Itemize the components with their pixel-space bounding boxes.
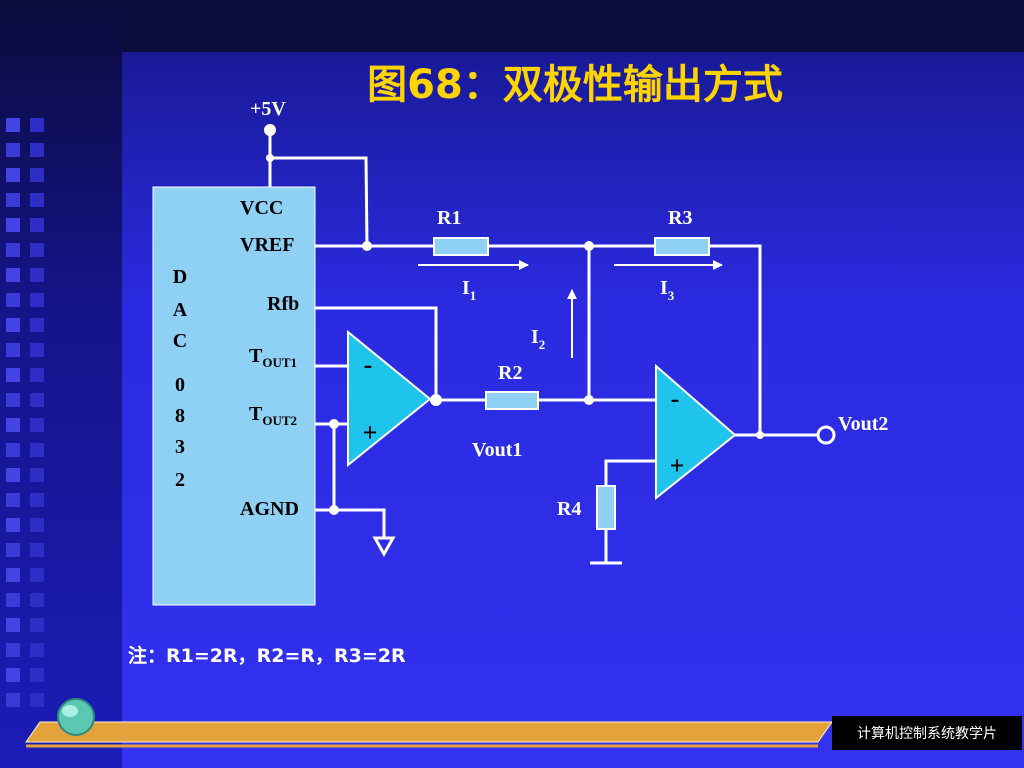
chip-letter-d: D [173, 266, 187, 288]
bottom-orb-highlight [62, 705, 78, 717]
resistor-r4 [596, 485, 616, 530]
junction-r1-r3 [584, 241, 594, 251]
vout2-label: Vout2 [838, 413, 888, 435]
junctions [264, 124, 764, 515]
i1-label: I1 [462, 277, 476, 303]
pin-tout1-sub: OUT1 [262, 355, 297, 370]
chip-letter-a: A [173, 299, 188, 321]
chip-digit-3: 3 [175, 436, 185, 458]
page-title: 图68：双极性输出方式 [367, 62, 783, 108]
pin-tout2-label: TOUT2 [249, 403, 297, 428]
vout1-label: Vout1 [472, 439, 522, 461]
opamp2-plus-sign: + [670, 451, 685, 480]
resistor-r2 [485, 391, 539, 410]
footer-label: 计算机控制系统教学片 [832, 716, 1022, 750]
junction-supply [264, 124, 276, 136]
wires [268, 130, 818, 565]
chip-digit-8: 8 [175, 405, 185, 427]
pin-agnd-label: AGND [240, 498, 299, 520]
resistor-note: 注：R1=2R，R2=R，R3=2R [128, 644, 406, 667]
opamp-2 [655, 363, 737, 501]
i3-label: I3 [660, 277, 675, 303]
wire-r4-top [604, 459, 656, 486]
dac-chip-body [152, 186, 316, 606]
resistors [433, 237, 710, 530]
bottom-bar [25, 721, 833, 743]
pin-vref-label: VREF [240, 234, 294, 256]
left-decoration-strip [0, 0, 122, 768]
decorative-squares-2 [30, 118, 50, 718]
junction-vout1 [430, 394, 442, 406]
i1-sub: 1 [470, 288, 477, 303]
current-arrows [418, 260, 723, 358]
chip-name: D A C 0 8 3 2 [173, 266, 188, 491]
junction-vref [362, 241, 372, 251]
r4-label: R4 [557, 498, 581, 520]
bottom-orb-icon [57, 698, 95, 736]
pin-tout1-label: TOUT1 [249, 345, 297, 370]
i2-sub: 2 [539, 337, 546, 352]
bottom-decoration [25, 698, 833, 748]
decorative-squares [6, 118, 42, 718]
opamp1-minus-sign: - [364, 350, 373, 379]
i3-main: I [660, 277, 668, 299]
supply-label: +5V [250, 98, 286, 120]
i3-sub: 3 [668, 288, 675, 303]
opamp2-minus-sign: - [671, 384, 680, 413]
pin-tout2-main: T [249, 403, 263, 425]
wire-agnd [315, 508, 386, 538]
r2-label: R2 [498, 362, 522, 384]
r3-label: R3 [668, 207, 692, 229]
chip-digit-2: 2 [175, 469, 185, 491]
junction-supply-branch [266, 154, 274, 162]
ground-icon [372, 536, 396, 558]
chip-digit-0: 0 [175, 374, 185, 396]
i1-main: I [462, 277, 470, 299]
vout2-terminal-icon [816, 425, 836, 445]
junction-r3-output [756, 431, 764, 439]
resistor-r1 [433, 237, 489, 256]
i2-label: I2 [531, 326, 545, 352]
pin-rfb-label: Rfb [267, 293, 299, 315]
i2-main: I [531, 326, 539, 348]
pin-tout2-sub: OUT2 [262, 413, 297, 428]
opamp1-plus-sign: + [363, 418, 378, 447]
wire-supply-to-vref [270, 156, 369, 247]
resistor-r3 [654, 237, 710, 256]
wire-r3-to-output [709, 244, 762, 435]
pin-vcc-label: VCC [240, 197, 283, 219]
chip-letter-c: C [173, 330, 187, 352]
junction-r2-node [584, 395, 594, 405]
wire-rfb [315, 306, 438, 400]
top-bar [0, 0, 1024, 52]
pin-tout1-main: T [249, 345, 263, 367]
junction-tout2 [329, 419, 339, 429]
r1-label: R1 [437, 207, 461, 229]
opamp-1 [347, 329, 432, 468]
junction-agnd [329, 505, 339, 515]
